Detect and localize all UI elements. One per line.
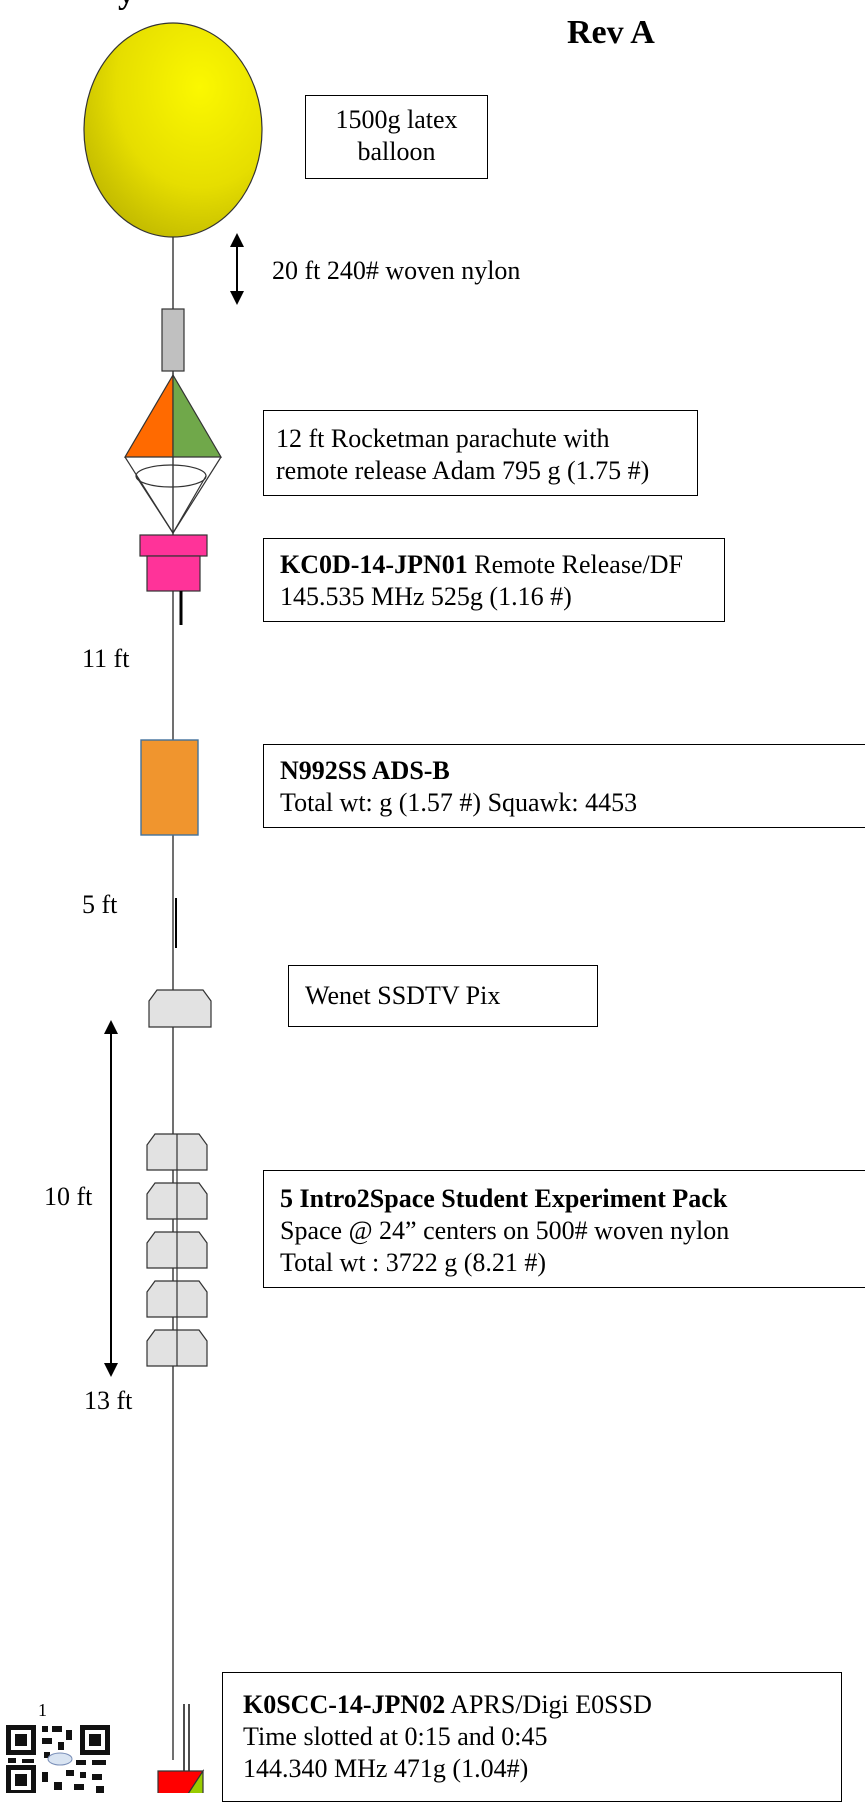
adsb-weight-squawk: Total wt: g (1.57 #) Squawk: 4453 xyxy=(280,788,638,817)
parachute-skirt xyxy=(135,464,207,488)
students-label-box: 5 Intro2Space Student Experiment Pack Sp… xyxy=(263,1170,865,1288)
students-spacing: Space @ 24” centers on 500# woven nylon xyxy=(280,1216,730,1245)
spacing-label-13ft: 13 ft xyxy=(84,1386,133,1415)
parachute-right-panel xyxy=(172,372,223,458)
qr-code xyxy=(2,1722,112,1793)
aprs-frequency-weight: 144.340 MHz 471g (1.04#) xyxy=(243,1754,529,1783)
spacing-label-11ft: 11 ft xyxy=(82,644,130,673)
wenet-label-box: Wenet SSDTV Pix xyxy=(288,965,598,1027)
wenet-label: Wenet SSDTV Pix xyxy=(305,981,501,1010)
aprs-callsign: K0SCC-14-JPN02 xyxy=(243,1690,446,1719)
revision-label: Rev A xyxy=(567,14,655,51)
balloon-label-box: 1500g latex balloon xyxy=(305,95,488,179)
parachute-shroud-inner-left xyxy=(135,475,174,534)
aprs-label-line1: K0SCC-14-JPN02 APRS/Digi E0SSD xyxy=(243,1689,841,1721)
parachute-label-line2: remote release Adam 795 g (1.75 #) xyxy=(276,456,650,485)
spacing-label-10ft: 10 ft xyxy=(44,1182,93,1211)
wenet-payload-box xyxy=(148,989,212,1028)
adsb-title: N992SS ADS-B xyxy=(280,756,450,785)
release-callsign: KC0D-14-JPN01 xyxy=(280,550,468,579)
balloon-shape xyxy=(83,22,263,238)
release-body xyxy=(146,555,201,592)
parachute-label-line1: 12 ft Rocketman parachute with xyxy=(276,424,610,453)
release-label-box: KC0D-14-JPN01 Remote Release/DF 145.535 … xyxy=(263,538,725,622)
tether-label: 20 ft 240# woven nylon xyxy=(272,256,521,285)
release-label-line1: KC0D-14-JPN01 Remote Release/DF xyxy=(280,549,724,581)
balloon-label-line2: balloon xyxy=(357,137,436,166)
header-partial-title: y xyxy=(118,0,135,12)
release-label-line2: 145.535 MHz 525g (1.16 #) xyxy=(280,582,572,611)
parachute-shroud-inner-right xyxy=(172,475,207,534)
aprs-time-slot: Time slotted at 0:15 and 0:45 xyxy=(243,1722,548,1751)
aprs-description: APRS/Digi E0SSD xyxy=(445,1690,652,1719)
adsb-label-box: N992SS ADS-B Total wt: g (1.57 #) Squawk… xyxy=(263,744,865,828)
page-number: 1 xyxy=(38,1700,47,1720)
students-weight: Total wt : 3722 g (8.21 #) xyxy=(280,1248,547,1277)
parachute-left-panel xyxy=(123,372,174,458)
swivel-block xyxy=(161,308,185,372)
release-cap xyxy=(139,534,208,557)
spacing-label-5ft: 5 ft xyxy=(82,890,118,919)
students-title: 5 Intro2Space Student Experiment Pack xyxy=(280,1184,728,1213)
adsb-box xyxy=(140,739,199,836)
aprs-label-box: K0SCC-14-JPN02 APRS/Digi E0SSD Time slot… xyxy=(222,1672,842,1802)
balloon-label-line1: 1500g latex xyxy=(335,105,458,134)
aprs-tracker-green xyxy=(187,1768,204,1793)
release-description: Remote Release/DF xyxy=(467,550,683,579)
parachute-label-box: 12 ft Rocketman parachute with remote re… xyxy=(263,410,698,496)
